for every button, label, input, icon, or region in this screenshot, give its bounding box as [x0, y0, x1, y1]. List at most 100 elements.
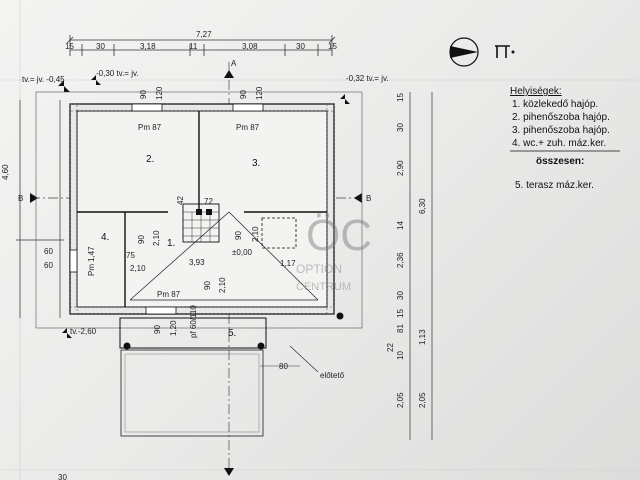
rdim: 30 [396, 123, 405, 132]
idim: ±0,00 [232, 248, 253, 257]
windows [69, 103, 264, 315]
dim-top-4: 11 [189, 42, 198, 51]
room-number-1: 1. [167, 238, 175, 249]
section-mark-a-top: A [231, 59, 237, 68]
rdim: 15 [396, 309, 405, 318]
rdim: 2,36 [396, 252, 405, 268]
idim: 90 [234, 231, 243, 240]
closet-outline [261, 217, 297, 249]
level-marker-icon [91, 75, 101, 85]
idim: 75 [126, 251, 135, 260]
idim: 72 [204, 197, 213, 206]
rdim-sub: 1,13 [418, 329, 427, 345]
dim-left-4: Pm [87, 264, 96, 276]
rdim-total: 6,30 [418, 198, 427, 214]
section-arrow-icon [30, 193, 38, 203]
rdim: 2,90 [396, 160, 405, 176]
section-mark-b-left: B [18, 194, 23, 203]
room-number-2: 2. [146, 154, 154, 165]
section-arrow-icon [354, 193, 362, 203]
legend-extra: 5. terasz máz.ker. [515, 180, 594, 191]
level-marker-icons [58, 75, 350, 338]
idim: 80 [279, 362, 288, 371]
canopy-label: előtető [320, 371, 345, 380]
dim-top-7: 15 [328, 42, 337, 51]
roof-lines [129, 211, 319, 301]
bottom-fragment: 30 [58, 473, 67, 480]
level-marker-icon [62, 328, 72, 338]
dim-top-5: 3,08 [242, 42, 258, 51]
door-label-1: Pm 87 [138, 123, 162, 132]
rdim: 14 [396, 221, 405, 230]
section-arrow-icon [224, 70, 234, 78]
dim-left-total: 4,60 [1, 164, 10, 180]
window [232, 103, 264, 112]
dim-top-2: 30 [96, 42, 105, 51]
right-dim-labels-a: 15 30 2,90 14 2,36 30 15 10 81 22 2,05 2… [386, 93, 427, 408]
legend-title: Helyiségek: [510, 86, 562, 97]
interior-walls [77, 111, 327, 307]
rdim: 22 [386, 343, 395, 352]
legend-item-2: 2. pihenőszoba hajóp. [512, 112, 610, 123]
top-dim-labels: 15 30 3,18 11 3,08 30 15 [65, 42, 337, 51]
left-dimension-chain [16, 100, 64, 318]
rdim: 15 [396, 93, 405, 102]
idim: 42 [176, 196, 185, 205]
canopy [120, 349, 264, 437]
idim: 1,17 [280, 259, 296, 268]
dim-total-width: 7,27 [196, 30, 212, 39]
rdim: 30 [396, 291, 405, 300]
north-arrow-icon [449, 37, 515, 67]
stair-marker-icon [206, 209, 212, 215]
window [145, 306, 177, 315]
idim: 2,10 [218, 277, 227, 293]
idim: 2,10 [152, 230, 161, 246]
room-number-3: 3. [252, 158, 260, 169]
idim: 90 [137, 235, 146, 244]
rdim: 10 [396, 351, 405, 360]
window-dim-3: 90 [239, 90, 248, 99]
watermark-line2: CENTRUM [296, 281, 351, 293]
legend-item-1: 1. közlekedő hajóp. [512, 99, 598, 110]
idim: 90 [153, 325, 162, 334]
rdim: 81 [396, 324, 405, 333]
window [131, 103, 163, 112]
room-number-5: 5. [228, 328, 236, 339]
dim-left-1: 60 [44, 247, 53, 256]
idim: 1,20 [169, 320, 178, 336]
idim: 90 [203, 281, 212, 290]
dim-top-1: 15 [65, 42, 74, 51]
dim-top-3: 3,18 [140, 42, 156, 51]
level-label-2: -0,30 tv.= jv. [96, 69, 139, 78]
level-label-4: tv.-2,60 [70, 327, 97, 336]
window-dim-2: 120 [155, 86, 164, 100]
right-dimension-chains [409, 92, 433, 440]
room-legend: Helyiségek: 1. közlekedő hajóp. 2. pihen… [510, 86, 620, 191]
level-label-3: -0,32 tv.= jv. [346, 74, 389, 83]
door-label-3: Pm 87 [157, 290, 181, 299]
room-number-4: 4. [101, 232, 109, 243]
stair-opening [182, 203, 220, 243]
idim: 2,10 [251, 226, 260, 242]
dim-top-6: 30 [296, 42, 305, 51]
column-icon [123, 342, 131, 350]
legend-item-3: 3. pihenőszoba hajóp. [512, 125, 610, 136]
level-marker-icon [340, 94, 350, 104]
legend-item-4: 4. wc.+ zuh. máz.ker. [512, 138, 606, 149]
window-dim-1: 90 [139, 90, 148, 99]
column-icon [336, 312, 344, 320]
level-label-1: tv.= jv. -0,45 [22, 75, 65, 84]
idim: 2,10 [130, 264, 146, 273]
idim: 3,93 [189, 258, 205, 267]
level-marker-icon [58, 80, 70, 92]
stair-marker-icon [196, 209, 202, 215]
section-arrow-icon [224, 468, 234, 476]
window-dim-4: 120 [255, 86, 264, 100]
terrace [119, 312, 344, 350]
watermark-line1: OPTION [296, 262, 342, 276]
site-boundary [35, 91, 363, 329]
top-dimension-chain [66, 35, 336, 56]
dim-left-3: 1,47 [87, 246, 96, 262]
idim: pf 60/110 [189, 305, 198, 338]
